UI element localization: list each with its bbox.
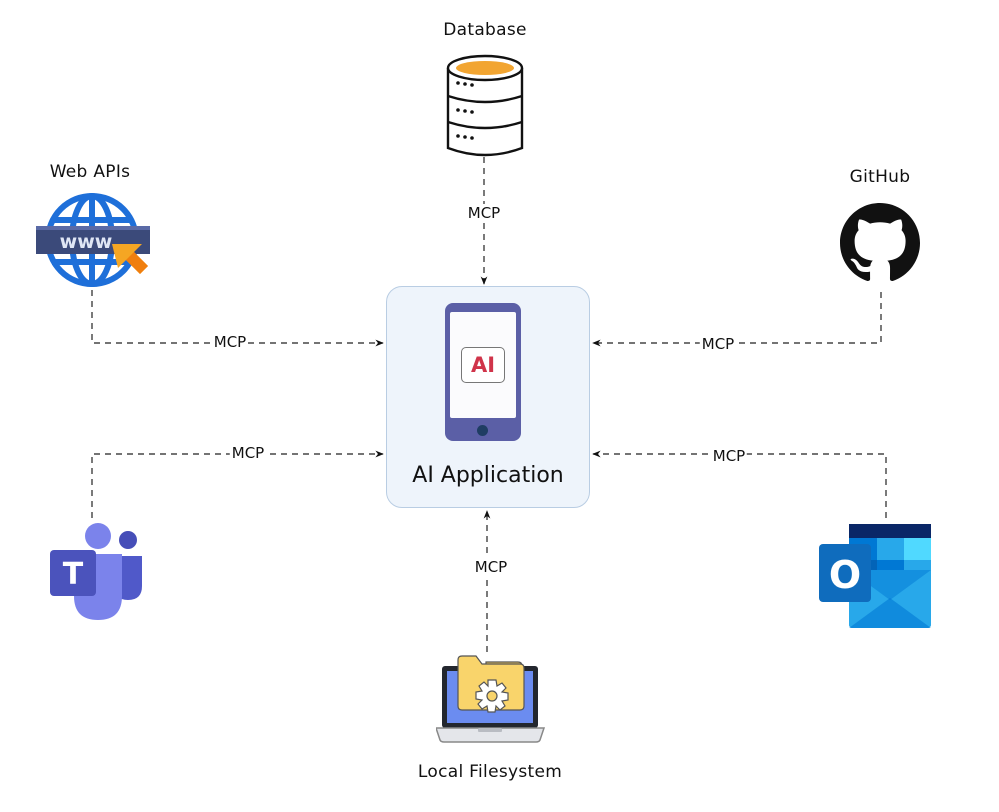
edge-label-github: MCP	[699, 335, 737, 353]
ai-badge: AI	[461, 347, 505, 383]
web-apis-node[interactable]: Web APIs www	[28, 160, 158, 290]
filesystem-label: Local Filesystem	[417, 762, 563, 782]
edge-label-filesystem: MCP	[472, 558, 510, 576]
database-icon	[446, 54, 524, 157]
outlook-node[interactable]: O	[815, 520, 935, 630]
edge-teams	[91, 450, 384, 518]
edge-label-web-apis: MCP	[211, 333, 249, 351]
filesystem-node[interactable]: Local Filesystem	[417, 650, 570, 790]
web-apis-label: Web APIs	[49, 162, 131, 182]
svg-text:O: O	[829, 553, 861, 597]
svg-text:T: T	[63, 557, 84, 592]
github-label: GitHub	[849, 167, 911, 187]
teams-node[interactable]: T	[46, 520, 146, 625]
microsoft-teams-icon: T	[50, 523, 142, 620]
hub-title: AI Application	[412, 463, 564, 488]
phone-home-button	[477, 425, 488, 436]
globe-www-icon: www	[36, 193, 150, 287]
database-node[interactable]: Database	[430, 18, 540, 157]
laptop-folder-gear-icon	[436, 655, 546, 743]
smartphone-icon: AI	[445, 303, 521, 441]
microsoft-outlook-icon: O	[819, 524, 931, 628]
edge-web-apis	[91, 290, 384, 347]
github-node[interactable]: GitHub	[830, 165, 930, 290]
github-icon	[840, 203, 920, 282]
svg-text:www: www	[60, 231, 113, 253]
edge-label-teams: MCP	[229, 444, 267, 462]
edge-label-outlook: MCP	[710, 447, 748, 465]
database-label: Database	[443, 20, 527, 40]
ai-application-node[interactable]: AI AI Application	[386, 286, 590, 508]
edge-github	[592, 292, 882, 347]
edge-label-database: MCP	[465, 204, 503, 222]
